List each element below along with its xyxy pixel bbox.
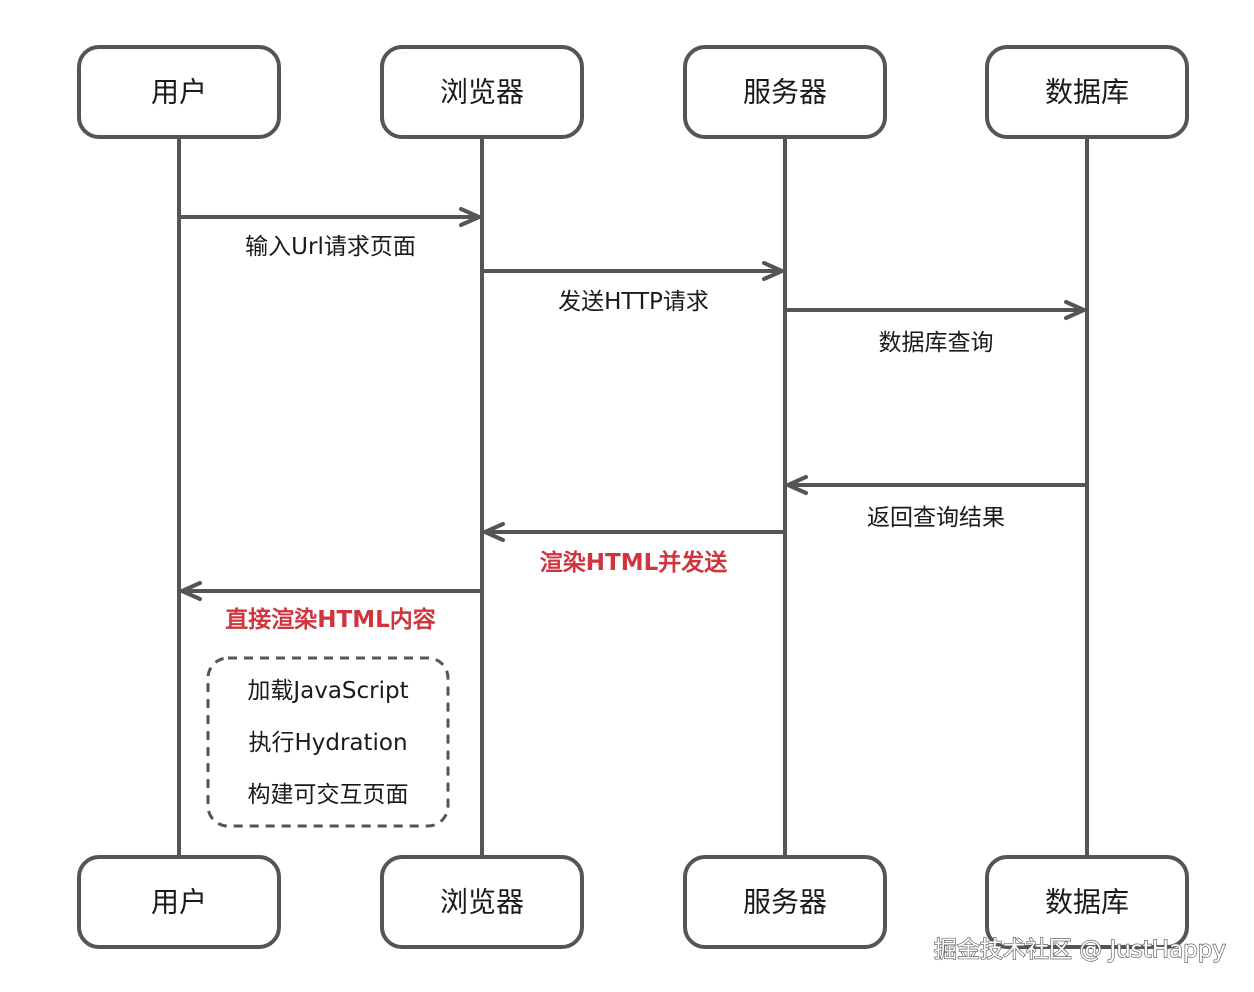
message-1: 输入Url请求页面 [179,207,481,260]
note-line-3: 构建可交互页面 [248,782,409,808]
message-label: 数据库查询 [879,330,994,356]
participant-label: 数据库 [1045,886,1129,919]
participant-bottom-server: 服务器 [683,855,887,949]
participant-top-server: 服务器 [683,45,887,139]
participant-bottom-user: 用户 [77,855,281,949]
arrowhead-icon [762,261,784,281]
message-2: 发送HTTP请求 [482,261,784,315]
lifelines [177,137,1089,857]
message-label: 发送HTTP请求 [558,289,709,315]
arrowhead-icon [180,581,202,601]
participant-label: 浏览器 [440,76,524,109]
participant-label: 服务器 [743,886,827,919]
message-6: 直接渲染HTML内容 [180,581,482,633]
participant-box [683,45,887,139]
arrowhead-icon [1064,300,1086,320]
participant-bottom-browser: 浏览器 [380,855,584,949]
note-line-2: 执行Hydration [248,730,407,756]
participant-label: 用户 [151,886,207,919]
participant-box [985,855,1189,949]
message-4: 返回查询结果 [786,475,1087,531]
participant-box [77,45,281,139]
participant-bottom-database: 数据库 [985,855,1189,949]
message-label: 直接渲染HTML内容 [225,606,435,633]
participant-top-user: 用户 [77,45,281,139]
participant-box [380,855,584,949]
message-label: 渲染HTML并发送 [540,549,727,576]
participant-box [77,855,281,949]
arrowhead-icon [459,207,481,227]
watermark-text: 掘金技术社区 @ JustHappy [934,937,1226,963]
participant-box [683,855,887,949]
participant-label: 浏览器 [440,886,524,919]
message-label: 输入Url请求页面 [245,234,416,260]
message-label: 返回查询结果 [867,505,1005,531]
participant-box [985,45,1189,139]
note-line-1: 加载JavaScript [247,678,408,704]
messages: 输入Url请求页面发送HTTP请求数据库查询返回查询结果渲染HTML并发送直接渲… [179,207,1087,633]
arrowhead-icon [483,522,505,542]
message-3: 数据库查询 [785,300,1086,356]
participant-label: 服务器 [743,76,827,109]
arrowhead-icon [786,475,808,495]
note-group: 加载JavaScript 执行Hydration 构建可交互页面 [206,656,450,828]
participant-top-database: 数据库 [985,45,1189,139]
participant-label: 数据库 [1045,76,1129,109]
note-box [206,656,450,828]
participant-top-browser: 浏览器 [380,45,584,139]
message-5: 渲染HTML并发送 [483,522,785,576]
participant-box [380,45,584,139]
participant-label: 用户 [151,76,207,109]
